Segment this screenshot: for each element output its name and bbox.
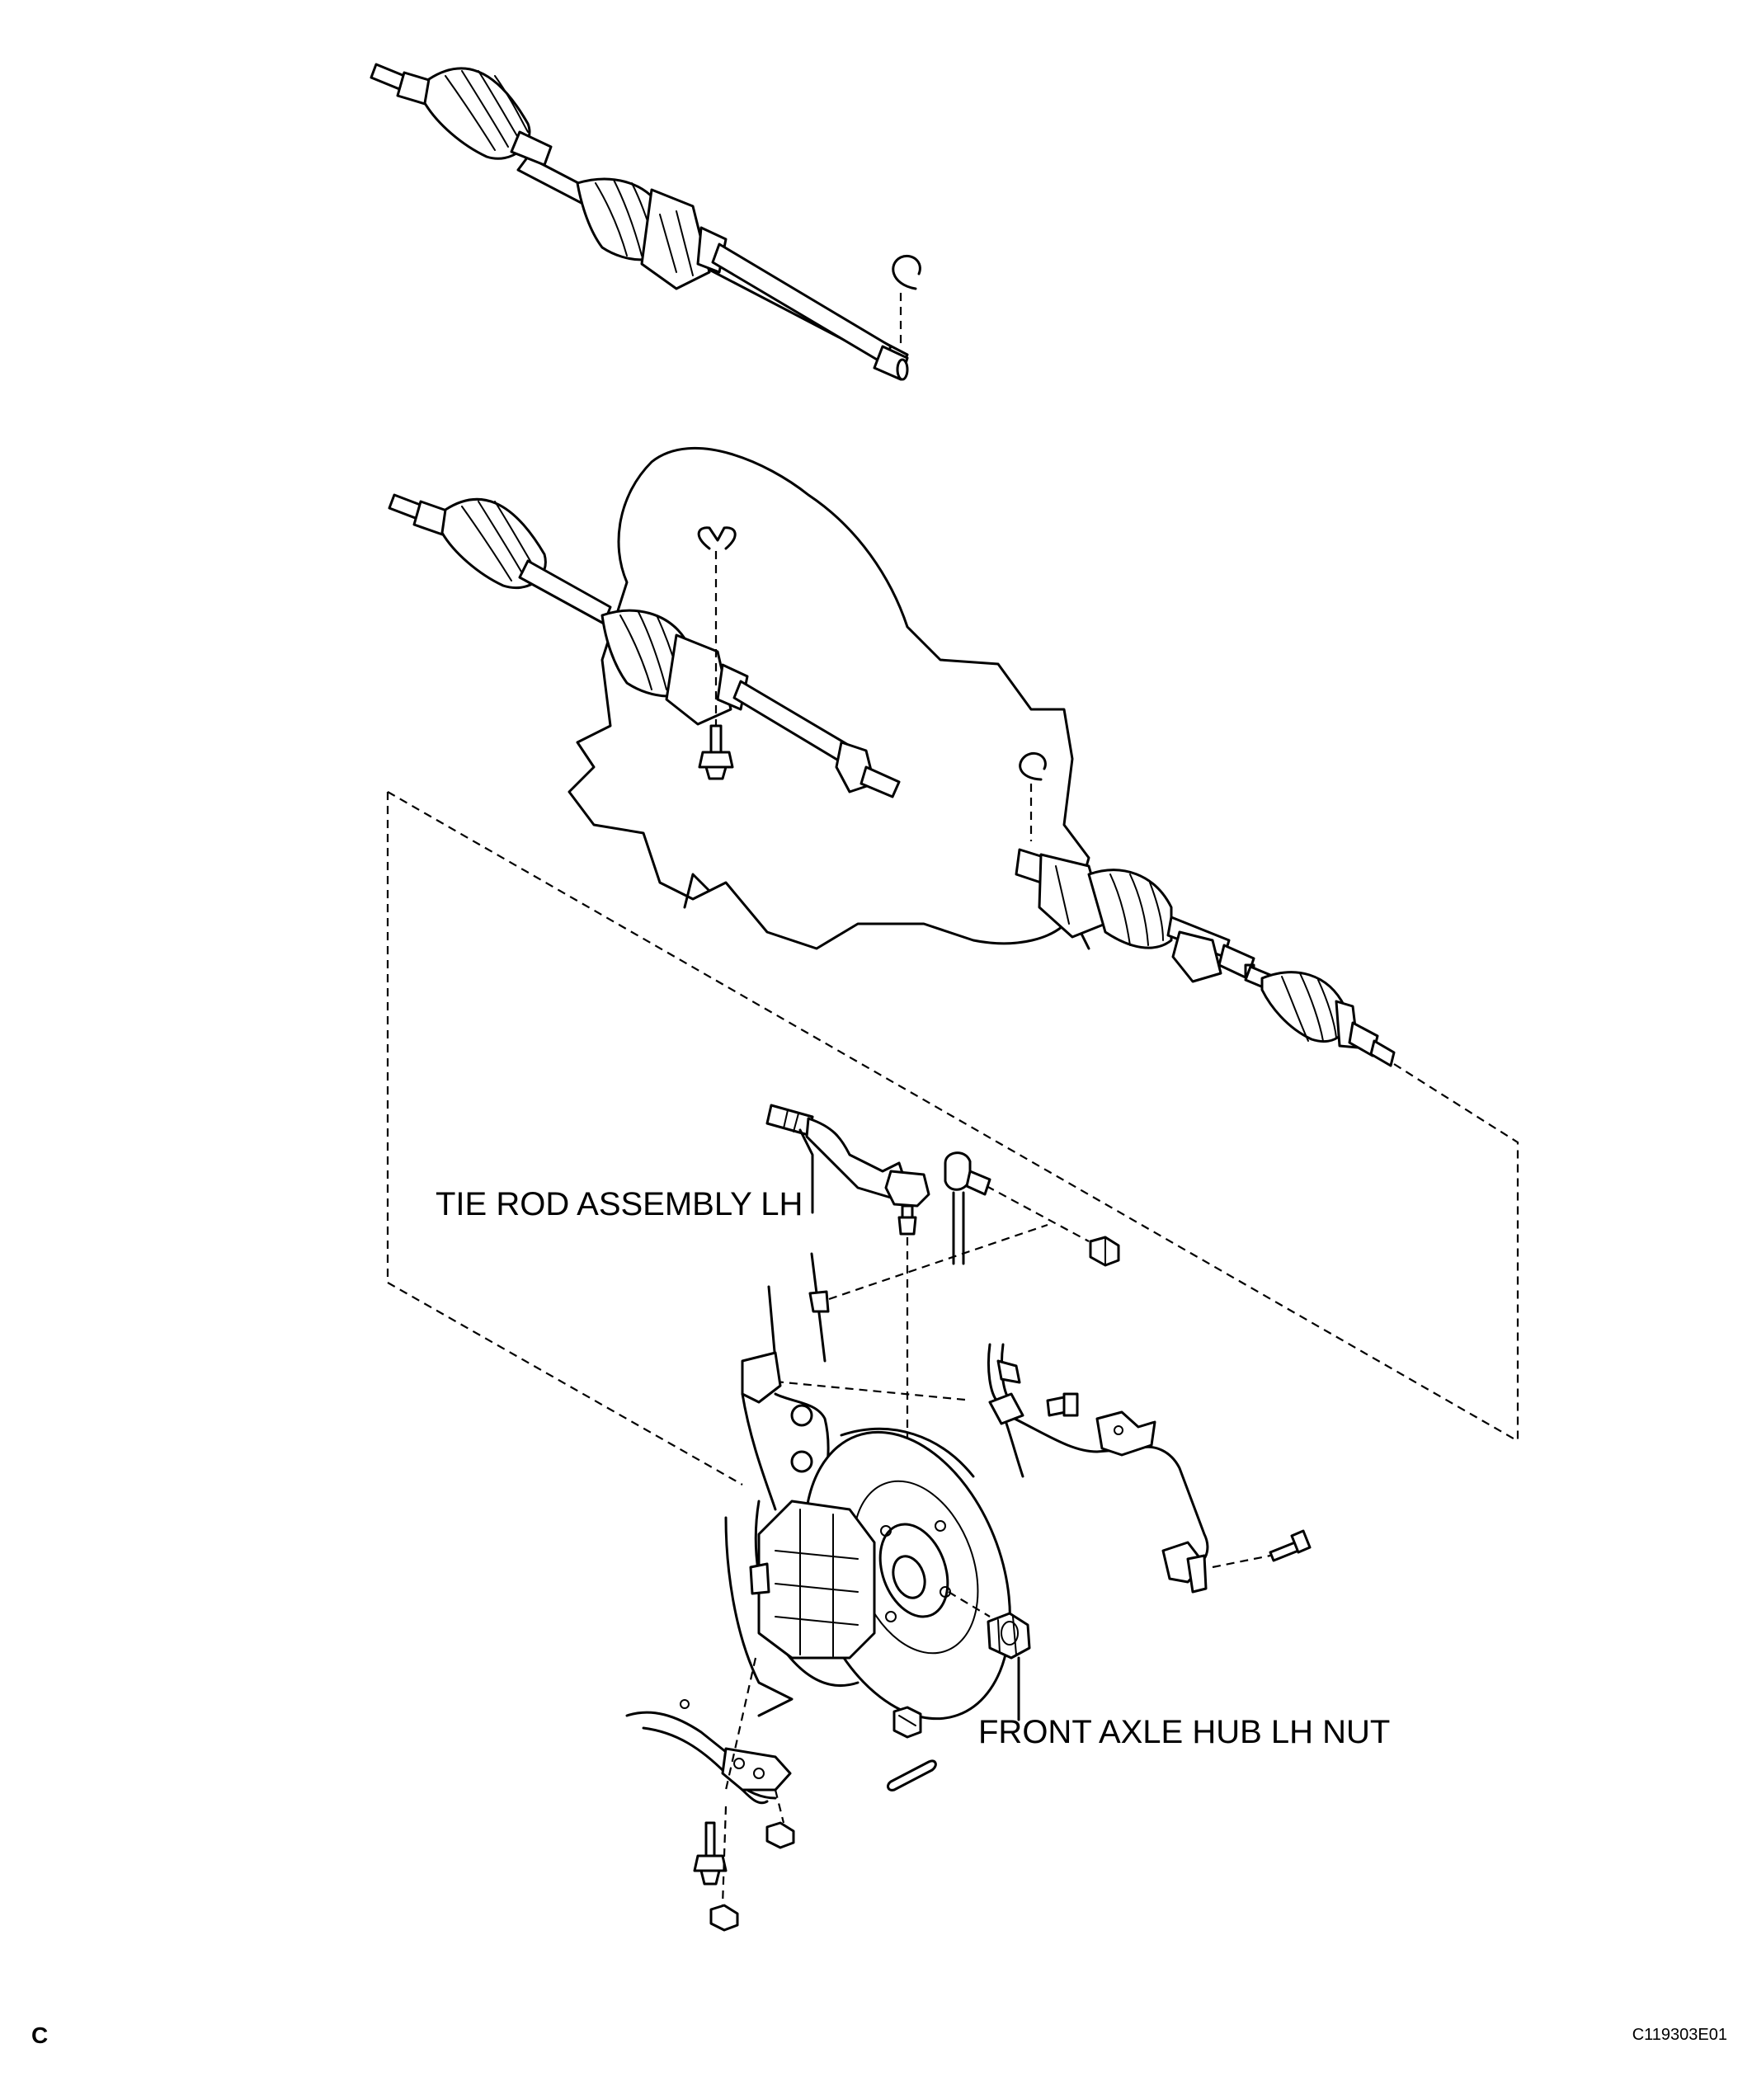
tie-rod-castle-nut: [892, 1706, 922, 1739]
shaft-clip: [697, 526, 737, 726]
section-letter: C: [31, 2022, 49, 2048]
drive-shaft-right: [1015, 848, 1396, 1067]
drive-shaft-middle: [388, 493, 901, 798]
brake-caliper: [749, 1500, 876, 1660]
cotter-pin: [887, 1759, 937, 1792]
lower-arm-nut-right: [765, 1821, 795, 1849]
callout-leaders: [798, 1128, 1020, 1721]
speed-sensor-clip-bolt: [1046, 1392, 1079, 1417]
tie-rod-end: [765, 1104, 930, 1707]
steering-knuckle: [724, 1252, 860, 1717]
lower-suspension-arm: [625, 1657, 792, 1824]
tie-rod-assembly-label: TIE ROD ASSEMBLY LH: [436, 1186, 803, 1222]
transaxle-outline: [568, 446, 1090, 950]
drive-shaft-top: [370, 63, 909, 381]
front-axle-hub-nut: [987, 1612, 1031, 1660]
snap-ring-right: [1019, 751, 1047, 841]
lower-arm-nut-bottom: [709, 1806, 739, 1932]
speed-sensor-bolt: [1212, 1529, 1312, 1569]
bearing-bracket-bolt: [698, 724, 734, 780]
stabilizer-link-nut: [1089, 1236, 1120, 1267]
front-axle-hub-nut-label: FRONT AXLE HUB LH NUT: [978, 1714, 1391, 1750]
figure-code: C119303E01: [1632, 2026, 1727, 2044]
snap-ring-top: [892, 255, 921, 345]
speed-sensor-harness: [987, 1343, 1209, 1594]
lower-arm-bolt: [693, 1821, 728, 1886]
installation-dashed-frame: [386, 791, 1519, 1486]
stabilizer-link: [944, 1151, 1090, 1265]
